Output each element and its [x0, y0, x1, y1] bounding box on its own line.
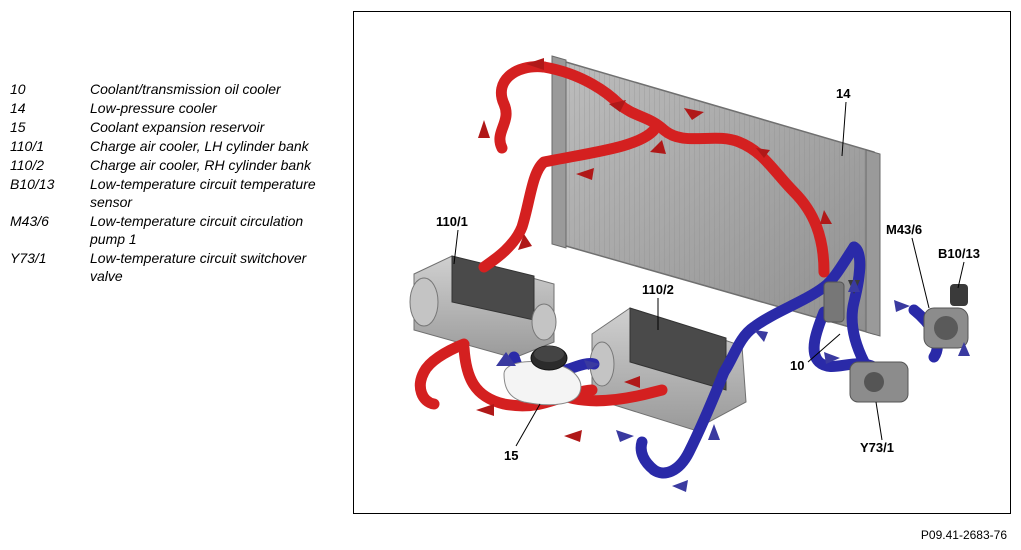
legend-desc: Charge air cooler, RH cylinder bank	[90, 157, 311, 173]
pump-valve-cluster	[823, 281, 969, 403]
legend-desc: Low-temperature circuit circulation pump…	[90, 213, 304, 247]
legend-item-15: 15 Coolant expansion reservoir	[10, 118, 340, 136]
legend-item-y73-1: Y73/1 Low-temperature circuit switchover…	[10, 249, 340, 285]
legend-item-110-2: 110/2 Charge air cooler, RH cylinder ban…	[10, 156, 340, 174]
legend-item-m43-6: M43/6 Low-temperature circuit circulatio…	[10, 212, 340, 248]
low-pressure-cooler	[551, 55, 881, 337]
flow-arrows	[476, 58, 970, 492]
legend-desc: Charge air cooler, LH cylinder bank	[90, 138, 309, 154]
callout-10: 10	[790, 358, 804, 373]
callout-m43-6: M43/6	[886, 222, 922, 237]
legend: 10 Coolant/transmission oil cooler 14 Lo…	[10, 80, 340, 286]
legend-item-b10-13: B10/13 Low-temperature circuit temperatu…	[10, 175, 340, 211]
hot-coolant-hoses	[414, 61, 830, 412]
legend-code: Y73/1	[10, 250, 47, 266]
cooling-circuit-illustration: 14 110/1 110/2 M43/6 B10/13 10 Y73/1 15	[409, 55, 980, 492]
callout-y73-1: Y73/1	[860, 440, 894, 455]
legend-desc: Low-temperature circuit switchover valve	[90, 250, 307, 284]
legend-item-110-1: 110/1 Charge air cooler, LH cylinder ban…	[10, 137, 340, 155]
callout-15: 15	[504, 448, 518, 463]
diagram-frame: 14 110/1 110/2 M43/6 B10/13 10 Y73/1 15	[353, 11, 1011, 514]
legend-code: 10	[10, 81, 26, 97]
callout-b10-13: B10/13	[938, 246, 980, 261]
legend-code: 110/1	[10, 138, 44, 154]
charge-air-cooler-lh	[409, 255, 557, 359]
legend-desc: Coolant expansion reservoir	[90, 119, 265, 135]
coolant-expansion-reservoir	[503, 345, 582, 406]
callout-110-2: 110/2	[642, 282, 674, 297]
legend-code: M43/6	[10, 213, 49, 229]
callout-14: 14	[836, 86, 851, 101]
legend-code: 14	[10, 100, 26, 116]
legend-code: 15	[10, 119, 26, 135]
legend-code: 110/2	[10, 157, 44, 173]
legend-item-10: 10 Coolant/transmission oil cooler	[10, 80, 340, 98]
legend-desc: Low-pressure cooler	[90, 100, 217, 116]
legend-desc: Coolant/transmission oil cooler	[90, 81, 281, 97]
leader-lines	[453, 101, 965, 447]
figure-reference: P09.41-2683-76	[920, 528, 1007, 542]
callout-110-1: 110/1	[436, 214, 468, 229]
legend-desc: Low-temperature circuit temperature sens…	[90, 176, 316, 210]
legend-item-14: 14 Low-pressure cooler	[10, 99, 340, 117]
legend-code: B10/13	[10, 176, 55, 192]
